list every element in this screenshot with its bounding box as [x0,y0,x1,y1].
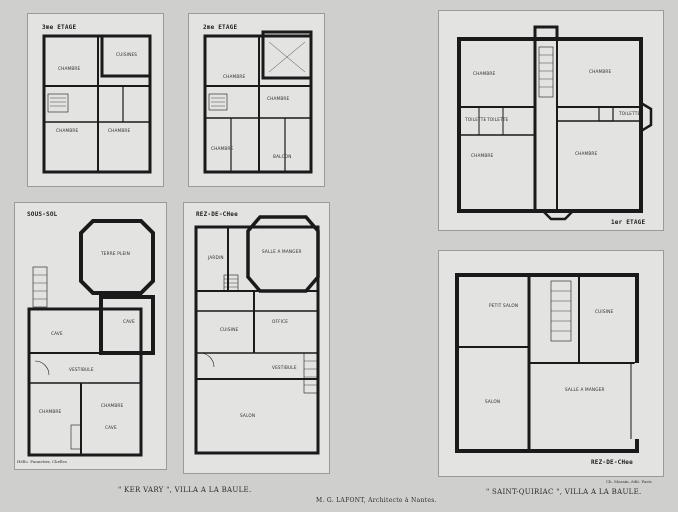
floor-plan-drawing [27,219,155,457]
room-label: CHAMBRE [473,71,496,76]
room-label: CHAMBRE [267,96,290,101]
plan-ker-vary-3e-etage: 3me ETAGE CUISINES CHAMBRE CHAMBRE CHAMB… [27,13,164,187]
room-label: CAVE [105,425,117,430]
room-label: CHAMBRE [58,66,81,71]
caption-ker-vary: " KER VARY ", VILLA A LA BAULE. [118,486,252,494]
plan-title: 3me ETAGE [42,24,77,31]
plan-ker-vary-sous-sol: SOUS-SOL TERRE PLEIN CAVE CAVE VESTIBULE… [14,202,167,470]
room-label: CHAMBRE [575,151,598,156]
floor-plan-drawing [203,30,313,174]
room-label: TOILETTE [487,117,509,122]
plan-title: REZ-DE-CHee [591,459,633,466]
room-label: CUISINE [220,327,239,332]
room-label: CHAMBRE [39,409,62,414]
plan-title: 2me ETAGE [203,24,238,31]
room-label: SALLE A MANGER [565,387,605,392]
room-label: TERRE PLEIN [101,251,131,256]
room-label: CHAMBRE [211,146,234,151]
publisher-credit: Ch. Massin, édit. Paris [606,479,652,484]
floor-plan-drawing [457,25,653,221]
floor-plan-drawing [194,215,320,455]
room-label: VESTIBULE [69,367,94,372]
room-label: TOILETTE [465,117,487,122]
room-label: CHAMBRE [471,153,494,158]
room-label: BALCON [273,154,292,159]
caption-architect: M. G. LAFONT, Architecte à Nantes. [316,497,437,504]
plan-saint-quiriac-1er-etage: CHAMBRE CHAMBRE TOILETTE TOILETTE CHAMBR… [438,10,664,231]
plan-title: SOUS-SOL [27,211,58,218]
plan-ker-vary-2e-etage: 2me ETAGE CHAMBRE CHAMBRE CHAMBRE BALCON [188,13,325,187]
room-label: SALON [240,413,256,418]
room-label: CAVE [51,331,63,336]
room-label: CHAMBRE [56,128,79,133]
room-label: CUISINE [595,309,614,314]
room-label: SALON [485,399,501,404]
plan-title: REZ-DE-CHee [196,211,238,218]
plan-ker-vary-rez-de-chaussee: REZ-DE-CHee JARDIN SALLE A MANGER CUISIN… [183,202,330,474]
engraver-credit: Héllo. Pannetier, Chelles [17,459,67,464]
room-label: CUISINES [116,52,138,57]
room-label: CAVE [123,319,135,324]
plan-title: 1er ETAGE [611,219,646,226]
plan-saint-quiriac-rez-de-chaussee: PETIT SALON CUISINE SALLE A MANGER SALON… [438,250,664,477]
room-label: OFFICE [272,319,289,324]
room-label: VESTIBULE [272,365,297,370]
room-label: JARDIN [208,255,224,260]
room-label: CHAMBRE [108,128,131,133]
room-label: CHAMBRE [223,74,246,79]
caption-saint-quiriac: " SAINT-QUIRIAC ", VILLA A LA BAULE. [486,488,642,496]
room-label: CHAMBRE [589,69,612,74]
room-label: CHAMBRE [101,403,124,408]
floor-plan-drawing [42,34,152,174]
floor-plan-drawing [455,273,640,453]
room-label: TOILETTE [619,111,641,116]
room-label: SALLE A MANGER [262,249,302,254]
room-label: PETIT SALON [489,303,519,308]
